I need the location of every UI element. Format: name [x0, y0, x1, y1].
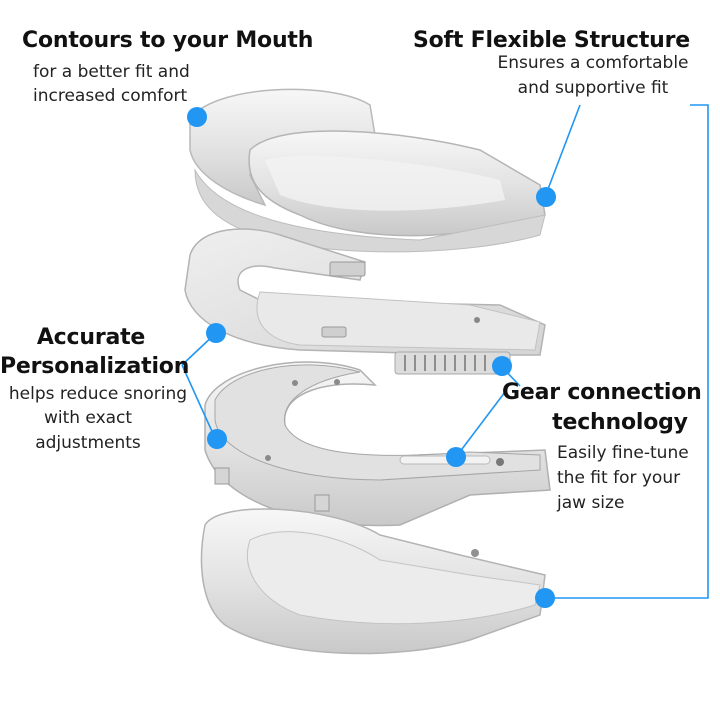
flexible-structure-title: Soft Flexible Structure: [412, 28, 690, 53]
gear-connection-subtitle-line-2: the fit for your: [557, 468, 681, 488]
gear-connection-subtitle-line-3: jaw size: [557, 493, 625, 513]
flexible-structure-callout-dot: [536, 187, 556, 207]
personalization-subtitle-line-1: helps reduce snoring: [8, 384, 188, 404]
contours-subtitle-line-2: increased comfort: [33, 86, 188, 106]
flexible-structure-subtitle-line-1: Ensures a comfortable: [497, 53, 689, 73]
second-tray: [184, 228, 546, 375]
personalization-title-line-2: Personalization: [0, 354, 190, 379]
gear-callout-dot: [492, 356, 512, 376]
personalization-lower-callout-dot: [207, 429, 227, 449]
personalization-upper-callout-dot: [206, 323, 226, 343]
personalization-title-line-1: Accurate: [36, 325, 146, 350]
gear-connection-callout-dot: [446, 447, 466, 467]
upper-tray: [189, 88, 546, 253]
adjustment-plate-tray: [204, 361, 551, 527]
mouth-contour-callout-dot: [187, 107, 207, 127]
flexible-structure-subtitle-line-2: and supportive fit: [517, 78, 669, 98]
personalization-subtitle-line-3: adjustments: [35, 433, 141, 453]
gear-connection-title-line-2: technology: [552, 410, 688, 435]
gear-connection-subtitle-line-1: Easily fine-tune: [557, 443, 689, 463]
lower-tray-callout-dot: [535, 588, 555, 608]
gear-connection-title-line-1: Gear connection: [502, 380, 702, 405]
personalization-subtitle-line-2: with exact: [43, 408, 133, 428]
contours-title: Contours to your Mouth: [22, 28, 314, 53]
lower-tray: [200, 508, 546, 655]
contours-subtitle-line-1: for a better fit and: [33, 62, 190, 82]
